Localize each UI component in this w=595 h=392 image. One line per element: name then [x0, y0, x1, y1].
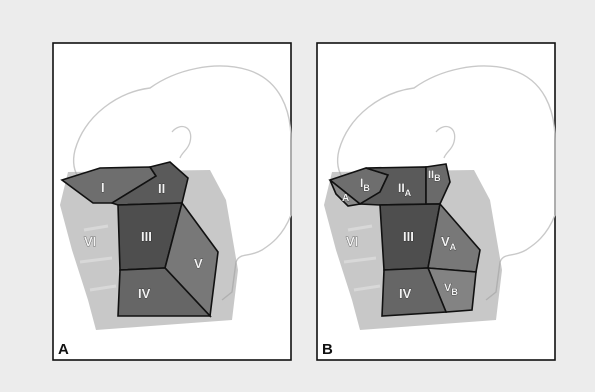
level-v-label: V [194, 256, 203, 271]
level-vi-label: VI [346, 234, 358, 249]
level-iv-label: IV [399, 286, 412, 301]
panel-b-letter: B [322, 341, 333, 358]
panel-a: I II III V IV VI A [53, 43, 291, 360]
level-iii-label: III [403, 229, 414, 244]
level-ii-label: II [158, 181, 165, 196]
level-iii-label: III [141, 229, 152, 244]
level-i-label: I [101, 180, 105, 195]
level-ia-label: A [342, 193, 349, 204]
panel-b: IB A IIA IIB III VA VB IV VI B [317, 43, 555, 360]
level-iv-label: IV [138, 286, 151, 301]
level-vi-label: VI [84, 234, 96, 249]
panel-a-letter: A [58, 341, 69, 358]
